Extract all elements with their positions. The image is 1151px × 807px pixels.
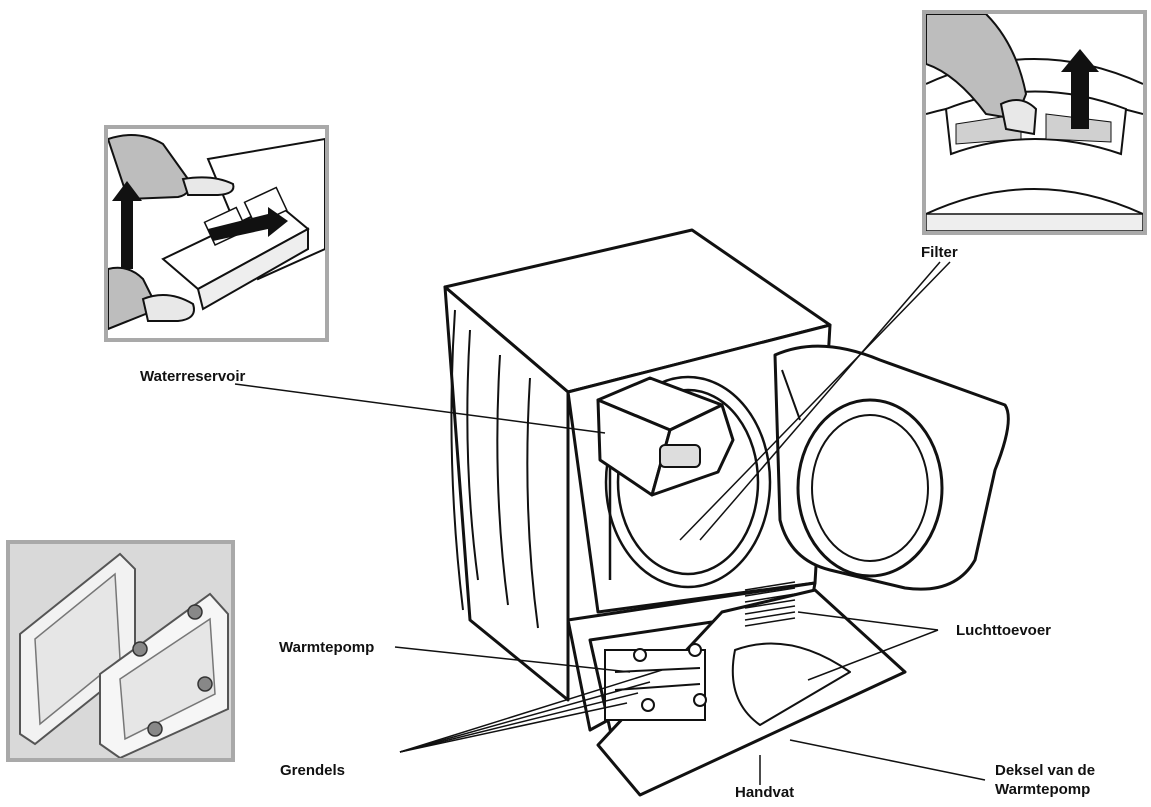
label-warmtepomp: Warmtepomp xyxy=(279,639,375,656)
leader-lines xyxy=(234,261,986,785)
inset-waterreservoir xyxy=(104,125,329,342)
label-deksel-line2: Warmtepomp xyxy=(995,781,1091,798)
label-filter: Filter xyxy=(921,244,958,261)
label-waterreservoir: Waterreservoir xyxy=(140,368,246,385)
open-door xyxy=(773,344,1010,591)
air-vent-grille xyxy=(744,581,796,627)
heat-pump-latches xyxy=(604,643,707,721)
latch-icon xyxy=(187,604,203,620)
dryer-side-ribs xyxy=(450,309,539,629)
inset-filter xyxy=(922,10,1147,235)
inset-waterreservoir-illustration xyxy=(108,134,325,331)
label-handvat: Handvat xyxy=(735,784,795,801)
latch-icon xyxy=(147,721,163,737)
inset-heat-pump-cover xyxy=(6,540,235,762)
inset-filter-illustration xyxy=(926,14,1143,231)
latch-icon xyxy=(197,676,213,692)
latch-icon xyxy=(132,641,148,657)
water-reservoir xyxy=(596,376,735,497)
label-luchttoevoer: Luchttoevoer xyxy=(956,622,1052,639)
label-deksel-line1: Deksel van de xyxy=(995,762,1096,779)
inset-heat-pump-cover-illustration xyxy=(10,544,231,758)
label-grendels: Grendels xyxy=(280,762,346,779)
